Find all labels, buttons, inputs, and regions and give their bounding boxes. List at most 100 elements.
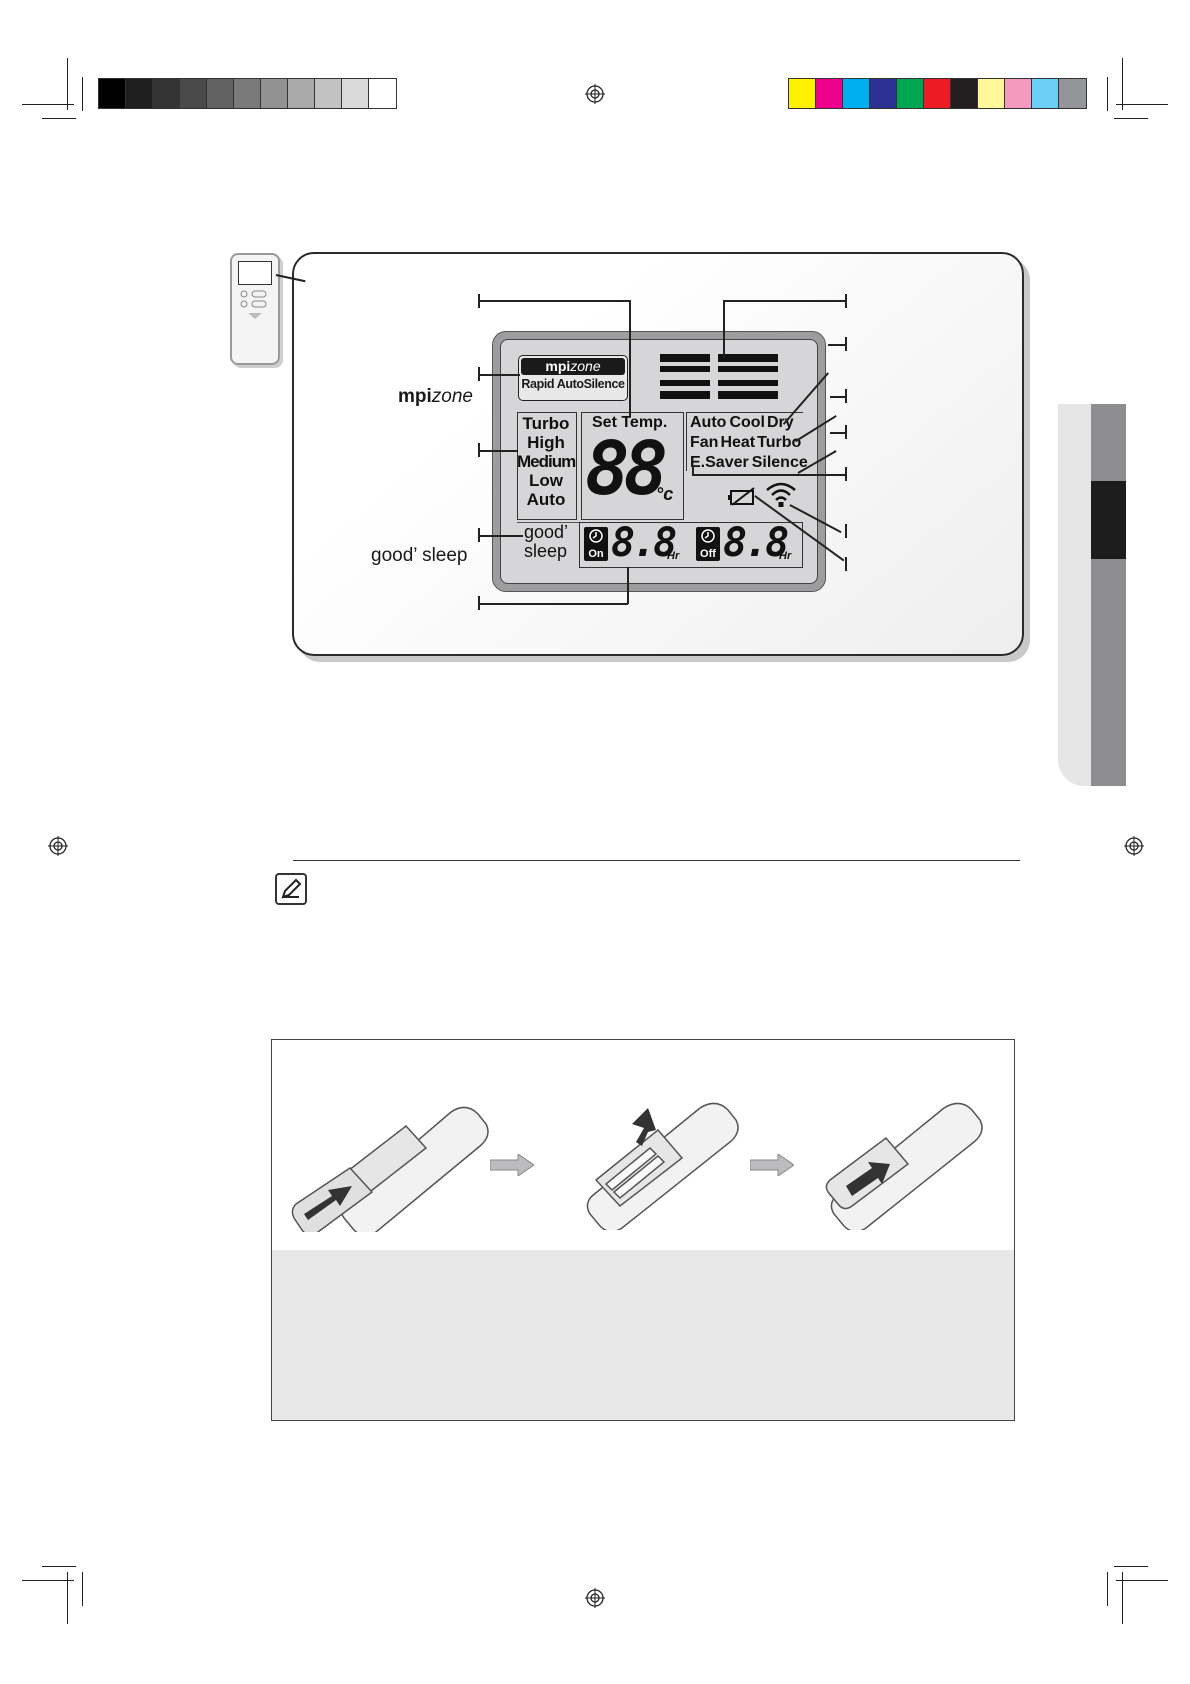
mode-esaver: E.Saver [690, 454, 749, 471]
crop-mark [22, 1580, 74, 1581]
battery-installation-figure [271, 1039, 1015, 1421]
timer-on-label: On [588, 548, 604, 560]
crop-mark [1114, 118, 1148, 119]
remote-step-2-illustration [586, 1102, 739, 1230]
color-swatch [153, 79, 180, 108]
crop-mark [42, 118, 76, 119]
fan-blade-indicator [660, 354, 778, 399]
color-swatch [1059, 79, 1086, 108]
color-swatch [1005, 79, 1032, 108]
color-swatch [342, 79, 369, 108]
fan-speed-medium: Medium [517, 452, 576, 471]
color-swatch-bar [788, 78, 1087, 109]
temperature-box [581, 412, 684, 520]
crop-mark [67, 1572, 68, 1624]
remote-step-1-illustration [291, 1106, 489, 1232]
mpi-zone-side-label: mpizone [398, 386, 473, 408]
crop-mark [82, 1572, 83, 1606]
fan-speed-box [517, 412, 577, 520]
color-swatch [951, 79, 978, 108]
mode-cool: Cool [729, 414, 765, 431]
color-swatch [234, 79, 261, 108]
crop-mark [42, 1566, 76, 1567]
color-swatch [261, 79, 288, 108]
crop-mark [1122, 1572, 1123, 1624]
color-swatch [126, 79, 153, 108]
callout-line-esaver [692, 466, 694, 475]
note-icon [275, 873, 307, 905]
registration-mark-icon [585, 84, 605, 104]
operation-mode-box [686, 412, 803, 471]
mpi-zone-indicator: mpizone Rapid AutoSilence [518, 355, 628, 401]
callout-line-timer [478, 603, 628, 605]
remote-buttons-thumbnail [240, 290, 267, 319]
crop-mark [1122, 58, 1123, 110]
temperature-digits: 88 [585, 426, 668, 512]
good-sleep-line-1: good’ [524, 522, 569, 542]
callout-line-fan-blade [723, 300, 846, 302]
color-swatch [315, 79, 342, 108]
mode-fan: Fan [690, 434, 719, 451]
zone-side-text: zone [431, 386, 473, 407]
timer-off-unit: Hr [779, 550, 792, 562]
timer-on-digits: 8.8 [611, 520, 677, 566]
callout-line-good-sleep [478, 535, 523, 537]
callout-line-esaver [692, 474, 846, 476]
remote-control-thumbnail [230, 253, 280, 365]
fan-speed-auto: Auto [526, 490, 566, 509]
crop-mark [1116, 104, 1168, 105]
callout-tick [845, 524, 847, 538]
color-swatch [924, 79, 951, 108]
timer-box [579, 522, 803, 568]
callout-line-silence [830, 432, 846, 434]
crop-mark [82, 77, 83, 111]
mode-silence: Silence [751, 454, 808, 471]
color-swatch [369, 79, 396, 108]
crop-mark [1107, 77, 1108, 111]
chapter-tab-active [1091, 481, 1126, 559]
mode-turbo: Turbo [757, 434, 802, 451]
mpi-side-text: mpi [398, 386, 432, 407]
color-swatch [99, 79, 126, 108]
registration-mark-icon [48, 836, 68, 856]
callout-line-set-temp [478, 300, 630, 302]
callout-line-fan-speed [478, 450, 518, 452]
remote-screen-thumbnail [238, 261, 272, 285]
fan-speed-list: Turbo High Medium Low Auto [517, 414, 576, 509]
color-swatch [870, 79, 897, 108]
callout-line-set-temp [629, 300, 631, 416]
color-swatch [897, 79, 924, 108]
battery-low-icon [728, 487, 755, 506]
callout-line-mpi-zone [478, 374, 520, 376]
chapter-tab-light [1058, 404, 1091, 786]
timer-off-label: Off [700, 548, 716, 560]
crop-mark [1114, 1566, 1148, 1567]
crop-mark [67, 58, 68, 110]
callout-line-timer [627, 567, 629, 604]
mpi-zone-title: mpizone [521, 358, 625, 375]
temperature-unit: °c [656, 484, 674, 504]
callout-tick [845, 557, 847, 571]
clock-icon [701, 529, 715, 543]
clock-icon [589, 529, 603, 543]
crop-mark [1107, 1572, 1108, 1606]
chapter-tab-dark [1091, 404, 1126, 786]
callout-line-dry [828, 344, 846, 346]
crop-mark [22, 104, 74, 105]
color-swatch [207, 79, 234, 108]
color-swatch [978, 79, 1005, 108]
color-swatch [1032, 79, 1059, 108]
color-swatch [816, 79, 843, 108]
fan-speed-turbo: Turbo [522, 414, 570, 433]
good-sleep-indicator: good’ sleep [524, 523, 568, 561]
good-sleep-side-label: good’ sleep [371, 545, 468, 566]
arrow-right-icon [490, 1154, 534, 1176]
timer-off-digits: 8.8 [723, 520, 789, 566]
callout-line-fan-blade [723, 300, 725, 358]
color-swatch [843, 79, 870, 108]
grayscale-swatch-bar [98, 78, 397, 109]
timer-off-badge: Off [696, 527, 720, 561]
